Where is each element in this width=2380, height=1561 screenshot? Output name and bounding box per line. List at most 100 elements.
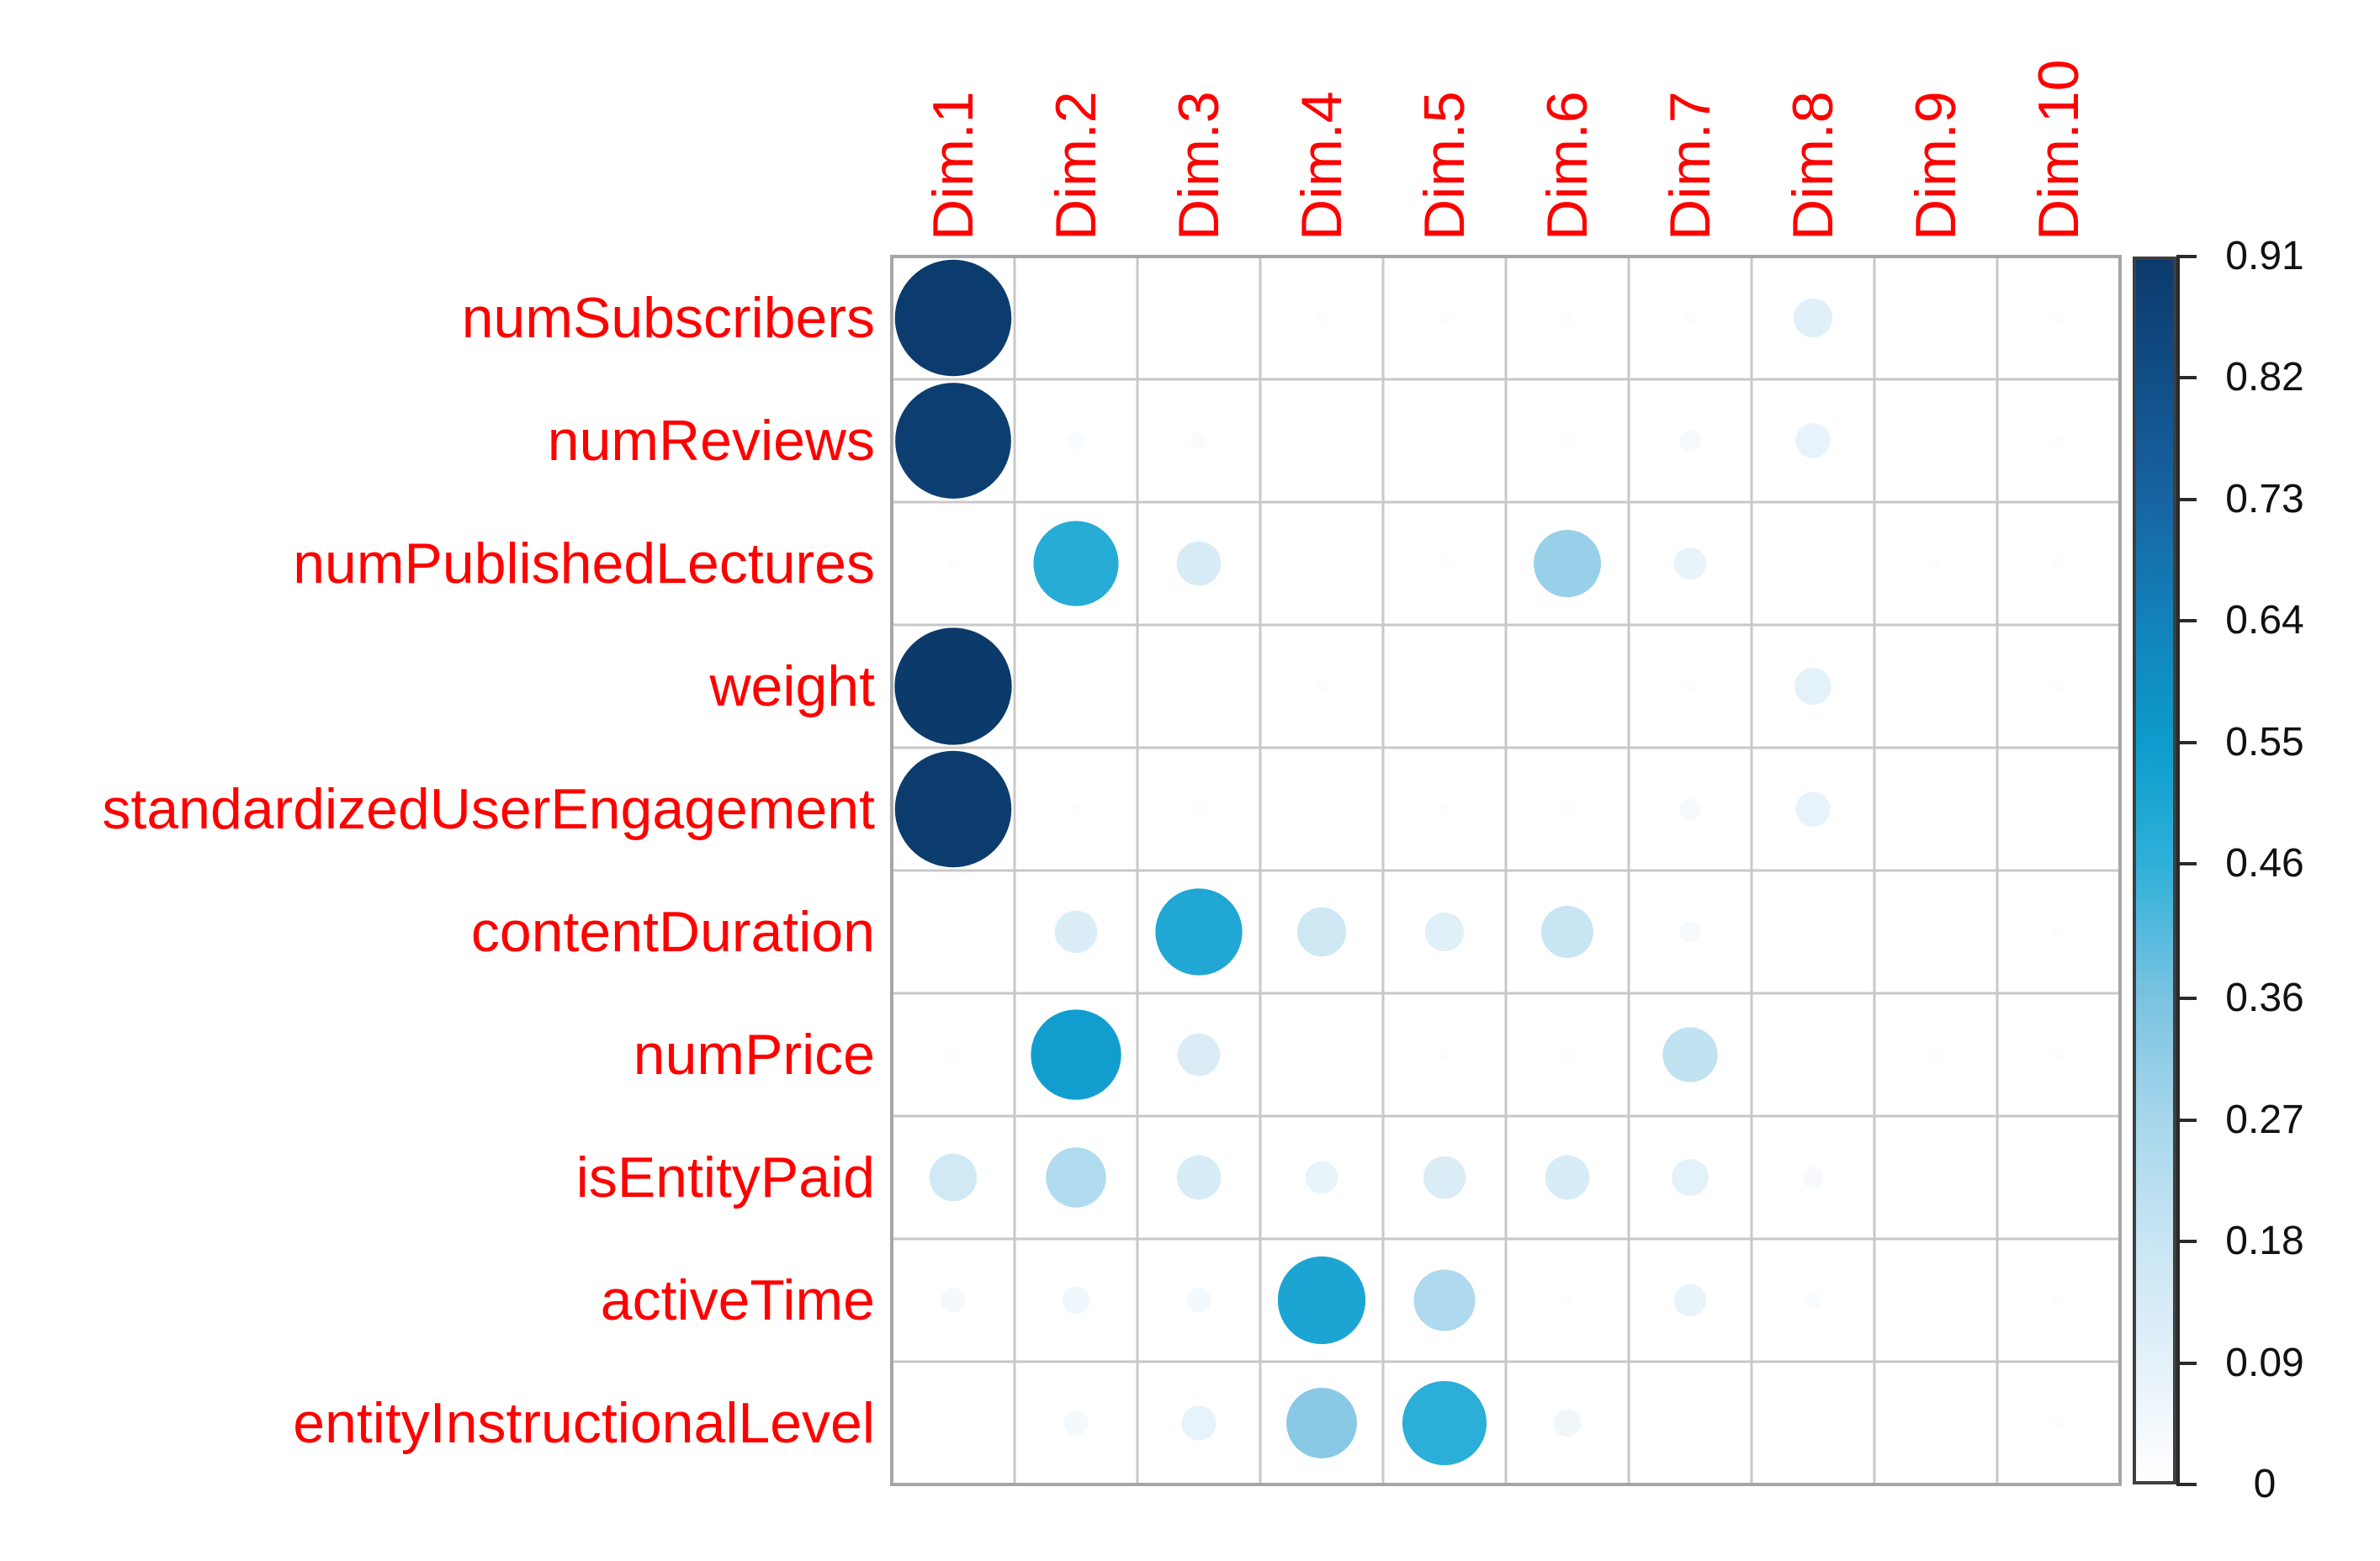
col-label-Dim.3: Dim.3 [1167, 91, 1231, 241]
corr-bubble-isEntityPaid-Dim.4 [1305, 1161, 1338, 1194]
grid-cell [1013, 1114, 1139, 1241]
col-label-Dim.6: Dim.6 [1535, 91, 1599, 241]
corr-bubble-isEntityPaid-Dim.1 [929, 1153, 978, 1202]
corr-bubble-numReviews-Dim.10 [2052, 434, 2065, 447]
grid-cell [1873, 1360, 1999, 1486]
corr-bubble-entityInstructionalLevel-Dim.2 [1063, 1410, 1089, 1436]
grid-cell [1259, 378, 1385, 504]
grid-cell [1873, 1237, 1999, 1363]
colorbar-tick-label-0.09: 0.09 [2225, 1340, 2304, 1385]
corr-bubble-numPublishedLectures-Dim.7 [1673, 547, 1707, 580]
grid-cell [1136, 623, 1262, 749]
row-label-isEntityPaid: isEntityPaid [575, 1146, 875, 1209]
corr-bubble-weight-Dim.4 [1315, 680, 1328, 693]
colorbar-tick-label-0.91: 0.91 [2225, 234, 2304, 278]
col-label-Dim.10: Dim.10 [2027, 59, 2091, 241]
row-label-weight: weight [709, 654, 875, 718]
colorbar-tick-label-0.55: 0.55 [2225, 719, 2304, 765]
grid-cell [1381, 623, 1508, 749]
col-label-Dim.7: Dim.7 [1658, 91, 1722, 241]
corr-bubble-weight-Dim.8 [1794, 668, 1831, 705]
corr-bubble-isEntityPaid-Dim.3 [1176, 1155, 1222, 1200]
col-label-Dim.1: Dim.1 [921, 91, 985, 241]
grid-cell [1013, 623, 1139, 749]
corr-bubble-numPublishedLectures-Dim.5 [1438, 557, 1451, 570]
corr-bubble-numPublishedLectures-Dim.10 [2052, 557, 2065, 570]
corr-bubble-isEntityPaid-Dim.7 [1672, 1159, 1709, 1196]
colorbar-tick-label-0.18: 0.18 [2225, 1219, 2304, 1264]
grid-cell [1750, 992, 1876, 1118]
corr-bubble-numPublishedLectures-Dim.6 [1534, 530, 1601, 597]
corr-bubble-activeTime-Dim.7 [1673, 1283, 1707, 1317]
corr-bubble-numReviews-Dim.1 [895, 383, 1011, 499]
corr-bubble-standardizedUserEngagement-Dim.8 [1795, 791, 1831, 827]
grid-cell [1873, 746, 1999, 872]
row-label-numPublishedLectures: numPublishedLectures [293, 532, 875, 595]
corr-bubble-isEntityPaid-Dim.6 [1545, 1155, 1590, 1200]
colorbar-tick [2176, 1483, 2197, 1486]
row-label-numReviews: numReviews [547, 409, 875, 473]
colorbar-tick [2176, 255, 2197, 258]
grid-cell [890, 869, 1016, 995]
corr-bubble-numPrice-Dim.7 [1662, 1027, 1718, 1082]
col-label-Dim.8: Dim.8 [1781, 91, 1845, 241]
corr-bubble-standardizedUserEngagement-Dim.5 [1438, 802, 1451, 816]
corr-bubble-numSubscribers-Dim.7 [1683, 311, 1697, 325]
colorbar-axis [2176, 257, 2180, 1484]
colorbar-tick [2176, 1240, 2197, 1244]
colorbar-tick [2176, 740, 2197, 744]
colorbar-tick-label-0: 0 [2253, 1462, 2277, 1506]
grid-cell [1873, 378, 1999, 504]
grid-border [890, 255, 2122, 1486]
corr-bubble-activeTime-Dim.2 [1062, 1286, 1090, 1315]
colorbar-tick-label-0.46: 0.46 [2225, 840, 2304, 886]
grid-cell [1750, 500, 1876, 627]
colorbar-tick [2176, 1118, 2197, 1122]
corr-bubble-numSubscribers-Dim.8 [1793, 298, 1833, 338]
corr-bubble-numPrice-Dim.5 [1438, 1048, 1451, 1061]
colorbar-tick [2176, 497, 2197, 501]
corr-bubble-entityInstructionalLevel-Dim.4 [1286, 1388, 1357, 1458]
corr-bubble-activeTime-Dim.8 [1804, 1291, 1822, 1310]
corr-bubble-entityInstructionalLevel-Dim.6 [1553, 1409, 1582, 1437]
corr-bubble-standardizedUserEngagement-Dim.1 [894, 750, 1012, 868]
col-label-Dim.4: Dim.4 [1290, 91, 1354, 241]
corr-bubble-isEntityPaid-Dim.5 [1423, 1156, 1466, 1199]
corr-bubble-isEntityPaid-Dim.2 [1046, 1147, 1106, 1208]
colorbar-tick-label-0.36: 0.36 [2225, 976, 2304, 1021]
row-label-numSubscribers: numSubscribers [461, 286, 875, 350]
corr-bubble-activeTime-Dim.1 [941, 1288, 966, 1313]
grid-cell [1136, 255, 1262, 381]
correlation-grid [890, 255, 2122, 1486]
corr-bubble-numPublishedLectures-Dim.2 [1033, 521, 1119, 606]
corr-bubble-numSubscribers-Dim.5 [1438, 311, 1451, 325]
grid-cell [1873, 1114, 1999, 1241]
corr-bubble-numSubscribers-Dim.4 [1315, 311, 1328, 325]
corr-bubble-numReviews-Dim.7 [1679, 430, 1701, 452]
grid-cell [1996, 1114, 2122, 1241]
grid-cell [1627, 255, 1753, 381]
corr-bubble-activeTime-Dim.4 [1277, 1256, 1366, 1345]
corr-bubble-numReviews-Dim.3 [1190, 431, 1208, 450]
colorbar-tick-label-0.27: 0.27 [2225, 1097, 2304, 1142]
corr-bubble-numPrice-Dim.10 [2052, 1048, 2065, 1061]
colorbar-tick [2176, 376, 2197, 380]
grid-cell [1627, 1360, 1753, 1486]
grid-cell [1259, 746, 1385, 872]
row-label-numPrice: numPrice [633, 1023, 875, 1087]
corr-bubble-numPublishedLectures-Dim.1 [946, 557, 960, 570]
corr-bubble-contentDuration-Dim.6 [1541, 906, 1593, 958]
corr-bubble-weight-Dim.10 [2052, 680, 2065, 693]
col-label-Dim.9: Dim.9 [1904, 91, 1968, 241]
colorbar-tick-label-0.73: 0.73 [2225, 476, 2304, 521]
col-label-Dim.5: Dim.5 [1413, 91, 1476, 241]
grid-cell [1259, 992, 1385, 1118]
corr-bubble-standardizedUserEngagement-Dim.3 [1192, 802, 1206, 816]
grid-cell [1013, 255, 1139, 381]
corr-bubble-weight-Dim.7 [1683, 680, 1697, 693]
corr-bubble-activeTime-Dim.3 [1186, 1288, 1211, 1313]
colorbar-tick [2176, 997, 2197, 1001]
colorbar-tick-label-0.82: 0.82 [2225, 355, 2304, 400]
corr-bubble-entityInstructionalLevel-Dim.3 [1181, 1405, 1217, 1441]
colorbar-tick [2176, 619, 2197, 623]
